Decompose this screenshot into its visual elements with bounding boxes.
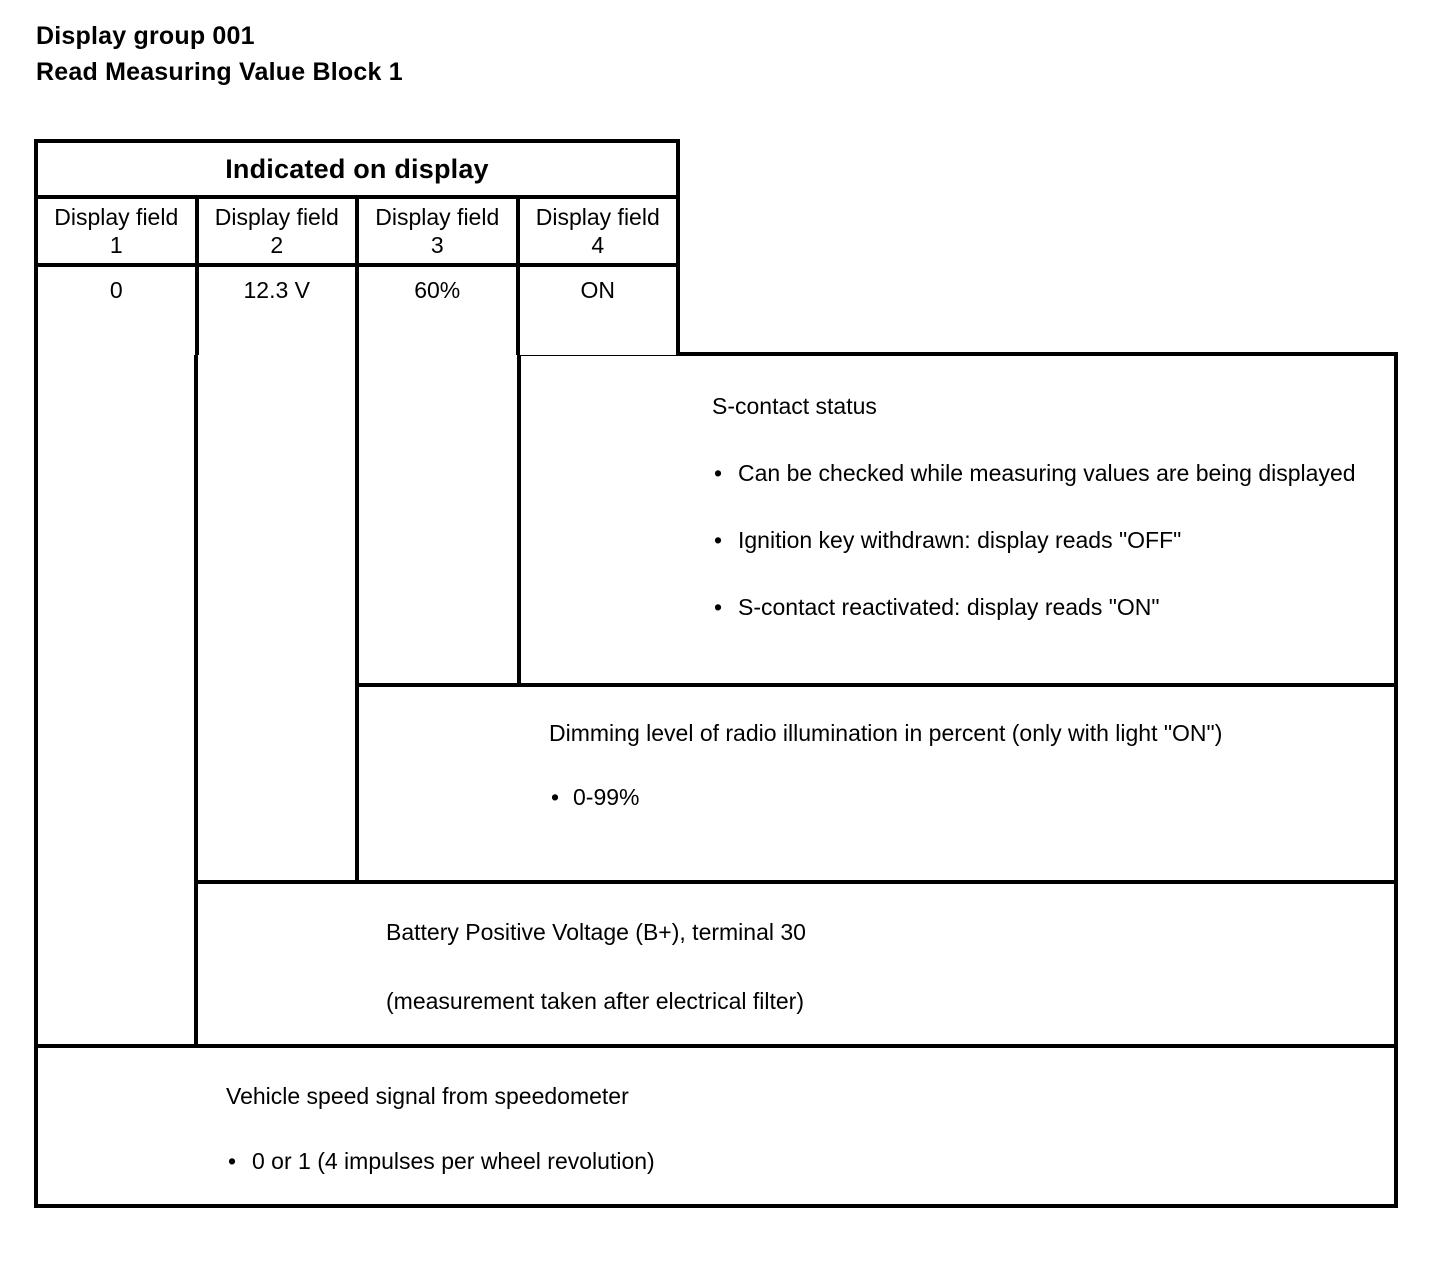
stem-field-4 xyxy=(517,355,521,356)
heading-line-2: Read Measuring Value Block 1 xyxy=(36,58,403,86)
s-contact-bullet-2-text: Ignition key withdrawn: display reads "O… xyxy=(738,526,1182,553)
table-supertitle: Indicated on display xyxy=(38,143,676,199)
speed-title: Vehicle speed signal from speedometer xyxy=(226,1083,629,1109)
header-number-3: 3 xyxy=(430,232,444,259)
bullet-dot-icon: • xyxy=(228,1147,237,1174)
table-header-cell-2: Display field 2 xyxy=(199,199,359,263)
s-contact-bullet-list: • Can be checked while measuring values … xyxy=(712,458,1394,623)
s-contact-bullet-3: • S-contact reactivated: display reads "… xyxy=(712,592,1394,623)
dimming-bullet-1-text: 0-99% xyxy=(573,783,640,810)
page-heading: Display group 001 Read Measuring Value B… xyxy=(36,18,936,90)
dimming-bullet-list: • 0-99% xyxy=(549,782,1394,813)
indicated-on-display-table: Indicated on display Display field 1 Dis… xyxy=(34,139,680,355)
stem-field-2 xyxy=(194,355,198,882)
speed-bullet-1-text: 0 or 1 (4 impulses per wheel revolution) xyxy=(252,1147,655,1174)
header-number-2: 2 xyxy=(270,232,284,259)
table-header-cell-3: Display field 3 xyxy=(359,199,520,263)
header-number-1: 1 xyxy=(109,232,123,259)
table-value-cell-3: 60% xyxy=(359,267,520,355)
table-header-cell-4: Display field 4 xyxy=(520,199,677,263)
s-contact-title: S-contact status xyxy=(712,393,877,419)
stem-field-3 xyxy=(355,355,359,685)
table-value-row: 0 12.3 V 60% ON xyxy=(38,267,676,355)
table-value-cell-4: ON xyxy=(580,277,616,303)
bullet-dot-icon: • xyxy=(714,526,723,553)
description-box-dimming-level: Dimming level of radio illumination in p… xyxy=(355,683,1398,884)
bullet-dot-icon: • xyxy=(714,459,723,486)
description-box-s-contact-status: S-contact status • Can be checked while … xyxy=(517,352,1398,687)
s-contact-bullet-2: • Ignition key withdrawn: display reads … xyxy=(712,525,1394,556)
header-label-3: Display field xyxy=(375,204,500,230)
dimming-bullet-1: • 0-99% xyxy=(549,782,1394,813)
speed-bullet-list: • 0 or 1 (4 impulses per wheel revolutio… xyxy=(226,1146,1394,1177)
description-box-battery-voltage: Battery Positive Voltage (B+), terminal … xyxy=(194,880,1398,1048)
description-box-vehicle-speed: Vehicle speed signal from speedometer • … xyxy=(34,1044,1398,1208)
heading-line-1: Display group 001 xyxy=(36,22,255,50)
header-label-2: Display field xyxy=(214,204,339,230)
bullet-dot-icon: • xyxy=(551,783,560,810)
header-label-4: Display field xyxy=(535,204,660,230)
s-contact-bullet-3-text: S-contact reactivated: display reads "ON… xyxy=(738,593,1160,620)
speed-bullet-1: • 0 or 1 (4 impulses per wheel revolutio… xyxy=(226,1146,1394,1177)
table-header-row: Display field 1 Display field 2 Display … xyxy=(38,199,676,267)
battery-note: (measurement taken after electrical filt… xyxy=(386,987,804,1014)
battery-title: Battery Positive Voltage (B+), terminal … xyxy=(386,919,806,945)
s-contact-bullet-1-text: Can be checked while measuring values ar… xyxy=(738,459,1356,486)
s-contact-bullet-1: • Can be checked while measuring values … xyxy=(712,458,1394,489)
bullet-dot-icon: • xyxy=(714,593,723,620)
table-header-cell-1: Display field 1 xyxy=(38,199,199,263)
table-value-cell-2: 12.3 V xyxy=(199,267,359,355)
stem-field-1 xyxy=(34,355,38,1046)
dimming-title: Dimming level of radio illumination in p… xyxy=(549,720,1223,746)
table-value-cell-1: 0 xyxy=(38,267,199,355)
header-label-1: Display field xyxy=(54,204,179,230)
header-number-4: 4 xyxy=(591,232,605,259)
table-supertitle-label: Indicated on display xyxy=(225,153,489,184)
